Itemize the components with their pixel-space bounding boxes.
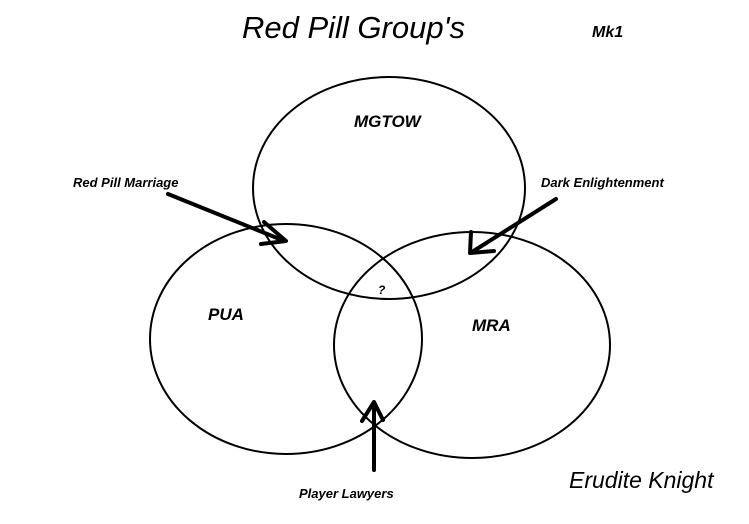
center-question-mark: ? xyxy=(378,283,386,297)
pua-label: PUA xyxy=(208,305,244,324)
version-label: Mk1 xyxy=(592,24,623,41)
pua-circle xyxy=(149,223,423,455)
player-lawyers-arrow xyxy=(360,400,385,472)
red-pill-marriage-label: Red Pill Marriage xyxy=(73,175,178,190)
player-lawyers-label: Player Lawyers xyxy=(299,486,394,501)
mra-label: MRA xyxy=(472,316,511,335)
dark-enlightenment-label: Dark Enlightenment xyxy=(541,175,664,190)
author-signature: Erudite Knight xyxy=(569,467,715,493)
mgtow-circle xyxy=(252,76,526,300)
dark-enlightenment-arrow xyxy=(468,197,558,255)
mgtow-label: MGTOW xyxy=(354,112,423,131)
red-pill-marriage-arrow xyxy=(166,192,288,246)
diagram-title: Red Pill Group's xyxy=(242,10,465,45)
